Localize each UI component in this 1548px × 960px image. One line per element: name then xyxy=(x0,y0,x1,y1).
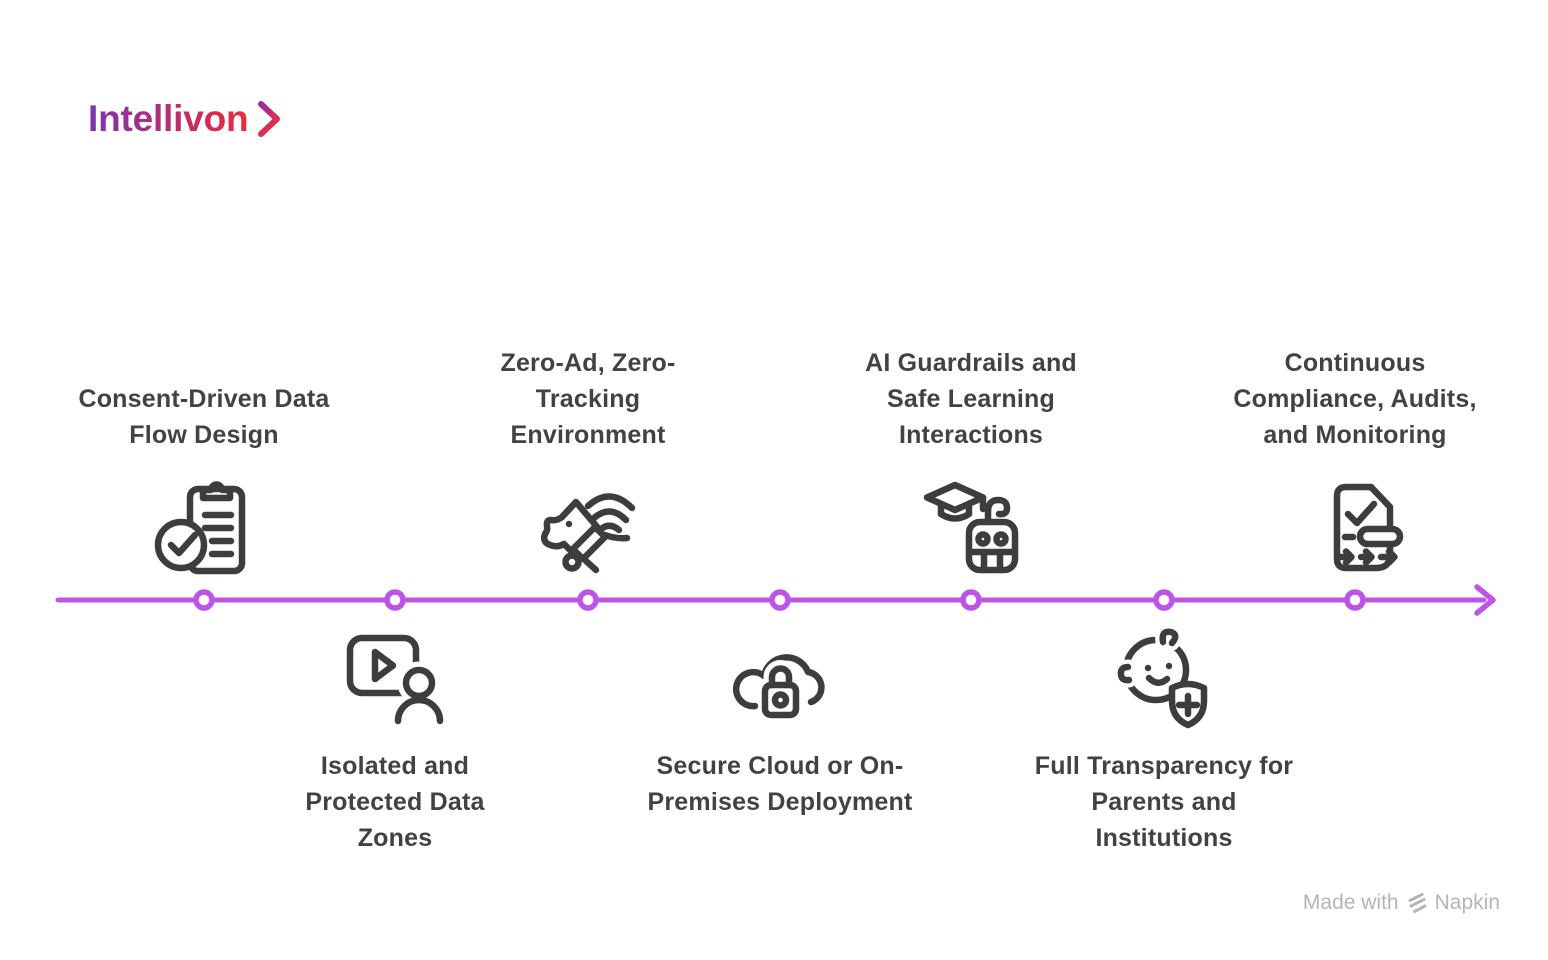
graduation-cap-robot-icon xyxy=(919,476,1023,580)
document-audit-icon xyxy=(1303,476,1407,580)
watermark-prefix: Made with xyxy=(1302,891,1399,914)
timeline-arrowhead-icon xyxy=(1474,584,1496,616)
timeline-axis xyxy=(55,584,1496,616)
dog-tracking-collar-icon xyxy=(536,476,640,580)
item-title: Consent-Driven Data Flow Design xyxy=(78,385,330,449)
brand-logo: Intellivon xyxy=(88,98,283,140)
item-title: Continuous Compliance, Audits, and Monit… xyxy=(1233,349,1477,449)
timeline-node xyxy=(1153,589,1175,611)
chevron-right-icon xyxy=(258,101,281,137)
napkin-watermark: Made with Napkin xyxy=(1303,891,1500,915)
timeline-node xyxy=(577,589,599,611)
item-title: Full Transparency for Parents and Instit… xyxy=(1034,752,1294,852)
napkin-logo-icon xyxy=(1408,893,1427,913)
baby-shield-icon xyxy=(1112,626,1216,730)
item-title: AI Guardrails and Safe Learning Interact… xyxy=(865,349,1077,449)
timeline-node xyxy=(960,589,982,611)
cloud-lock-icon xyxy=(728,626,832,730)
item-title: Zero-Ad, Zero- Tracking Environment xyxy=(500,349,676,449)
item-title: Isolated and Protected Data Zones xyxy=(305,752,485,852)
watermark-brand: Napkin xyxy=(1434,891,1500,914)
brand-logo-text: Intellivon xyxy=(88,98,249,139)
clipboard-check-icon xyxy=(152,476,256,580)
video-person-icon xyxy=(343,626,447,730)
timeline-node xyxy=(193,589,215,611)
timeline-node xyxy=(1344,589,1366,611)
timeline-node xyxy=(384,589,406,611)
item-title: Secure Cloud or On- Premises Deployment xyxy=(647,752,913,816)
timeline-node xyxy=(769,589,791,611)
